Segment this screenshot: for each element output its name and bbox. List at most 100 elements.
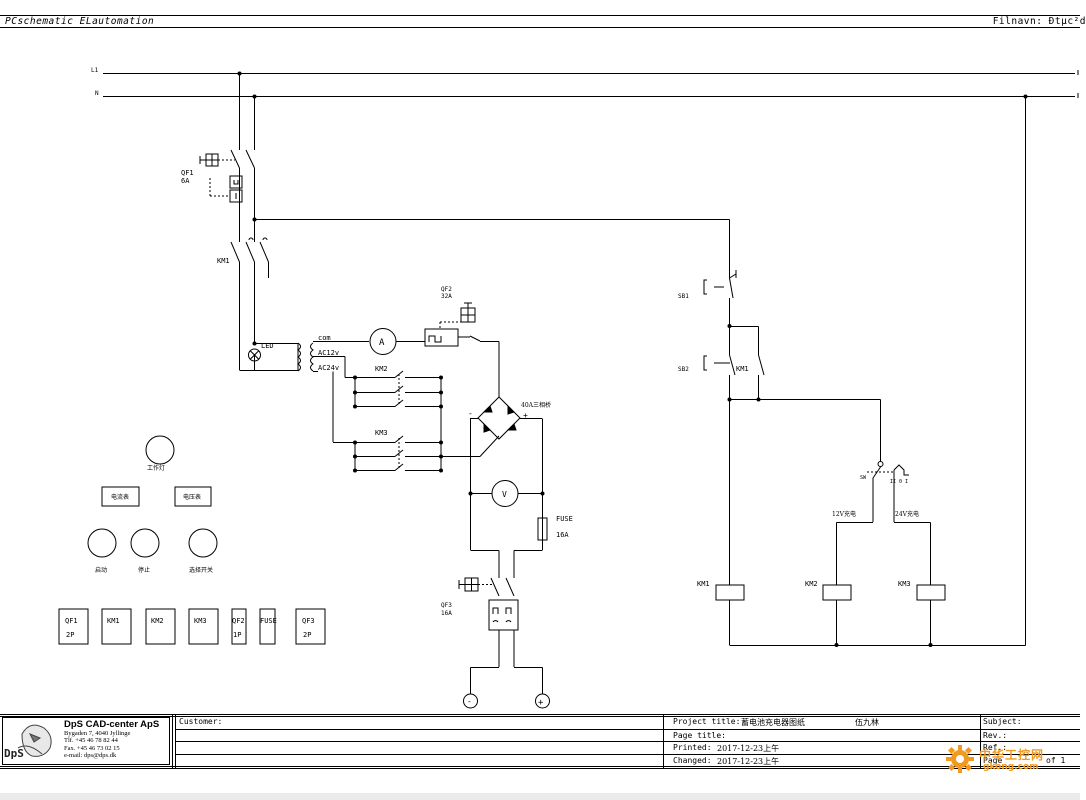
company-address: Bygaden 7, 4040 Jyllinge: [64, 730, 131, 737]
km2-label: KM2: [375, 365, 388, 373]
panel-module-km1: KM1: [107, 617, 120, 625]
led-indicator: [248, 341, 261, 362]
coil-km2-label: KM2: [805, 580, 818, 588]
app-title: PCschematic ELautomation: [5, 16, 155, 27]
project-title-value: 蓄电池充电器图纸: [741, 718, 805, 727]
panel-module-qf2: QF2: [232, 617, 245, 625]
dps-logo: [17, 724, 52, 757]
page-title-label: Page title:: [673, 731, 726, 740]
qf1-breaker: [199, 149, 255, 203]
panel-module-qf1: QF1: [65, 617, 78, 625]
transformer-ac12-label: AC12v: [318, 349, 339, 357]
rail-l1-label: L1: [91, 67, 99, 74]
ammeter-symbol: [369, 328, 425, 355]
page-label: Page: [983, 756, 1003, 765]
changed-label: Changed:: [673, 756, 712, 765]
panel-module-qf3: QF3: [302, 617, 315, 625]
fuse-label: FUSE: [556, 515, 573, 523]
qf3-breaker: [458, 577, 550, 709]
voltmeter-symbol-label: V: [502, 490, 507, 499]
fuse-rating: 16A: [556, 531, 569, 539]
ref-label: Ref.:: [983, 743, 1008, 752]
panel-stop-label: 停止: [138, 566, 150, 574]
transformer: [297, 341, 369, 372]
qf2-rating: 32A: [441, 293, 452, 300]
km1-hold-label: KM1: [736, 365, 749, 373]
watermark-url: gkong.com: [983, 762, 1039, 772]
panel-module-qf2-poles: 1P: [233, 631, 241, 639]
power-rails: [103, 73, 1075, 97]
gear-icon: [946, 745, 974, 773]
qf2-label: QF2: [441, 286, 452, 293]
bridge-plus: +: [523, 411, 528, 420]
sw-positions: II 0 I: [890, 479, 908, 485]
company-fax: Fax. +45 46 73 02 15: [64, 744, 120, 752]
voltmeter-symbol: [468, 480, 545, 507]
qf1-rating: 6A: [181, 177, 190, 185]
project-title-label: Project title:: [673, 717, 741, 726]
panel-selector-label: 选择开关: [189, 566, 213, 574]
project-author: 伍九林: [855, 718, 879, 727]
panel-module-fuse: FUSE: [260, 617, 277, 625]
charge12-label: 12V充电: [832, 510, 856, 518]
bridge-label: 40A三相桥: [521, 401, 551, 409]
sb2-label: SB2: [678, 366, 689, 373]
sw-label: SW: [860, 475, 867, 481]
bridge-minus: -: [468, 409, 473, 418]
km1-main-label: KM1: [217, 257, 230, 265]
customer-label: Customer:: [179, 717, 223, 726]
panel-start-label: 启动: [95, 566, 107, 574]
terminal-plus-label: +: [538, 698, 544, 708]
km1-main-contacts: [230, 237, 269, 263]
km2-contacts: [318, 356, 442, 442]
km3-label: KM3: [375, 429, 388, 437]
panel-module-qf1-poles: 2P: [66, 631, 74, 639]
ammeter-symbol-label: A: [379, 338, 385, 348]
panel-ammeter-label: 电流表: [111, 493, 129, 501]
sheet-frame: [0, 15, 1080, 28]
watermark-title: 中华工控网: [979, 748, 1045, 762]
panel-module-qf3-poles: 2P: [303, 631, 311, 639]
panel-module-km2: KM2: [151, 617, 164, 625]
company-email: e-mail: dps@dps.dk: [64, 751, 117, 759]
panel-module-km3: KM3: [194, 617, 207, 625]
company-tel: Tlf. +45 46 78 82 44: [64, 737, 118, 745]
panel-work-lamp-label: 工作灯: [147, 464, 165, 472]
panel-voltmeter-label: 电压表: [183, 493, 201, 501]
qf3-label: QF3: [441, 602, 452, 609]
fuse-element: [470, 517, 548, 578]
rail-n-label: N: [95, 90, 99, 97]
sb1-label: SB1: [678, 293, 689, 300]
main-circuit-wires: [239, 73, 730, 371]
app-header: PCschematic ELautomation Filnavn: Đtµc²d: [0, 0, 1085, 28]
transformer-ac24-label: AC24v: [318, 364, 339, 372]
control-circuit: [703, 96, 1026, 646]
led-label: LED: [261, 342, 274, 350]
subject-label: Subject:: [983, 717, 1022, 726]
title-block-grid: [0, 714, 1080, 769]
file-name: Filnavn: Đtµc²d: [992, 16, 1086, 27]
company-name: DpS CAD-center ApS: [64, 719, 160, 730]
page-of-label: of 1: [1046, 756, 1066, 765]
coil-km1-label: KM1: [697, 580, 710, 588]
coil-km3-label: KM3: [898, 580, 911, 588]
km3-contacts: [333, 392, 500, 471]
dps-logo-text: DpS: [4, 747, 24, 760]
transformer-com-label: com: [318, 334, 331, 342]
company-info: DpS CAD-center ApS Bygaden 7, 4040 Jylli…: [64, 720, 159, 759]
qf3-rating: 16A: [441, 610, 452, 617]
changed-value: 2017-12-23上午: [717, 757, 780, 766]
qf1-label: QF1: [181, 169, 194, 177]
footer-band: [0, 793, 1080, 800]
printed-label: Printed:: [673, 743, 712, 752]
qf2-breaker: [424, 302, 500, 397]
bridge-rectifier: [470, 396, 543, 550]
panel-layout: [58, 435, 326, 645]
charge24-label: 24V充电: [895, 510, 919, 518]
watermark: 中华工控网 gkong.com: [945, 744, 1075, 774]
printed-value: 2017-12-23上午: [717, 744, 780, 753]
rev-label: Rev.:: [983, 731, 1008, 740]
junction-dots: [237, 71, 1028, 647]
terminal-minus-label: -: [467, 697, 472, 706]
